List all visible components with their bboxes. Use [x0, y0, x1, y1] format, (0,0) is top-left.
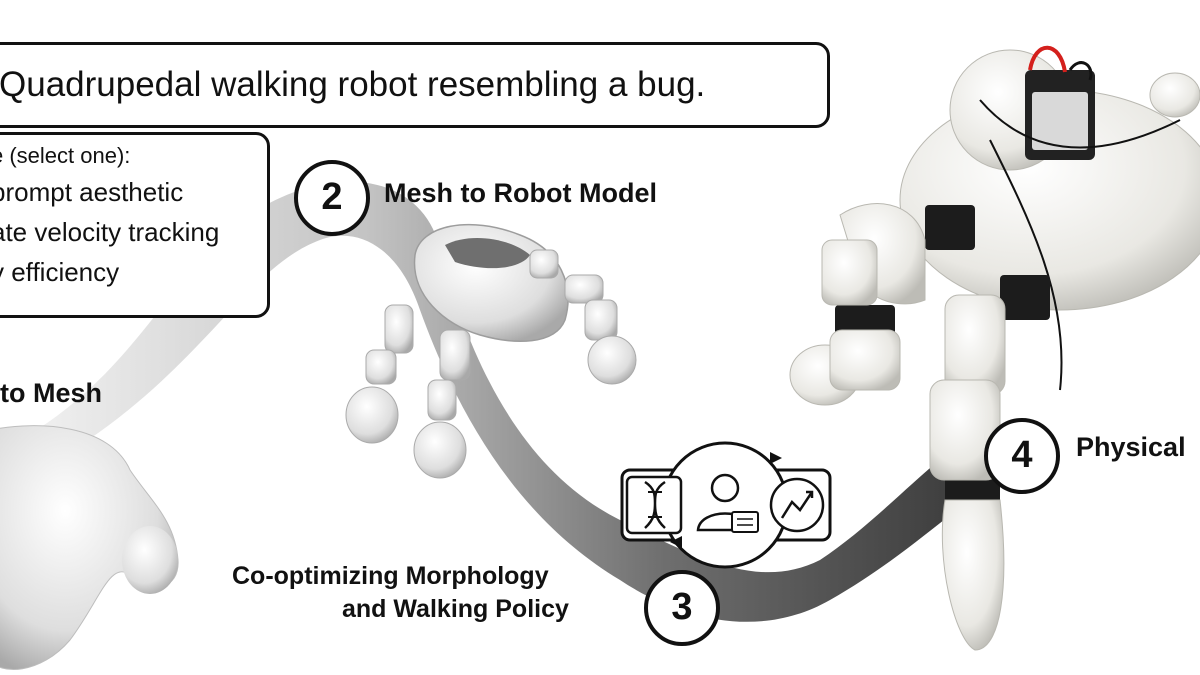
objective-option: y efficiency	[0, 257, 120, 287]
dna-icon	[625, 475, 683, 535]
objective-select-box: e (select one): prompt aesthetic ate vel…	[0, 132, 270, 318]
mesh-render	[0, 425, 179, 670]
step1-label: to Mesh	[0, 378, 103, 408]
step3-number-circle: 3	[644, 570, 720, 646]
trend-chart-icon	[769, 477, 825, 533]
co-optimization-icon-panel	[620, 441, 832, 569]
physical-robot-photo	[789, 45, 1200, 651]
text-prompt-box: Quadrupedal walking robot resembling a b…	[0, 42, 830, 128]
cycle-arrows-icon	[670, 452, 782, 548]
user-with-document-icon	[696, 473, 759, 533]
objective-option: ate velocity tracking	[0, 217, 220, 247]
step2-label: Mesh to Robot Model	[384, 178, 657, 208]
objective-heading: e (select one):	[0, 143, 131, 168]
robot-model-render	[345, 223, 637, 479]
step3-label-line2: and Walking Policy	[342, 595, 569, 623]
objective-option: prompt aesthetic	[0, 177, 184, 207]
step4-number-circle: 4	[984, 418, 1060, 494]
step4-label: Physical	[1076, 432, 1186, 462]
prompt-text: Quadrupedal walking robot resembling a b…	[0, 65, 706, 104]
step2-number-circle: 2	[294, 160, 370, 236]
step3-label-line1: Co-optimizing Morphology	[232, 562, 549, 590]
